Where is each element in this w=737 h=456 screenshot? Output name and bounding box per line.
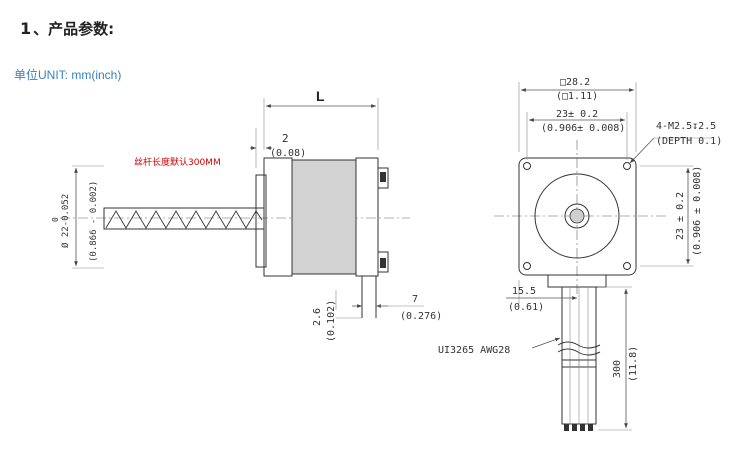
dia-value-in: (0.866 - 0.002) bbox=[89, 181, 99, 262]
dia-zero: 0 bbox=[51, 217, 60, 222]
wire-offset-value-in: (0.102) bbox=[326, 300, 337, 342]
hole-spacing-v: 23 ± 0.2 bbox=[675, 192, 686, 240]
shaft-outer bbox=[564, 203, 590, 229]
mount-hole-tl bbox=[523, 162, 531, 170]
mount-leader bbox=[629, 137, 655, 164]
front-boss bbox=[255, 174, 267, 268]
cable-spec-leader bbox=[531, 337, 561, 349]
mount-hole-depth: (DEPTH 0.1) bbox=[656, 136, 722, 147]
square-size-in: (□1.11) bbox=[556, 91, 598, 102]
front-view: □28.2 (□1.11) 23± 0.2 (0.906± 0.008) 4-M… bbox=[438, 77, 722, 431]
mount-hole-spec: 4-M2.5↧2.5 bbox=[656, 121, 716, 132]
flange-value-in: (0.08) bbox=[270, 148, 306, 159]
hole-spacing: 23± 0.2 bbox=[556, 109, 598, 120]
hole-spacing-v-in: (0.906 ± 0.008) bbox=[692, 166, 703, 256]
rear-tab-top bbox=[377, 167, 389, 189]
cable-length-in: (11.8) bbox=[628, 346, 639, 382]
pilot-circle bbox=[534, 173, 620, 259]
section-number: 1 bbox=[20, 19, 32, 38]
motor-body bbox=[291, 159, 357, 275]
wire-width-value-in: (0.276) bbox=[400, 311, 442, 322]
hole-spacing-in: (0.906± 0.008) bbox=[541, 123, 625, 134]
terminal-2 bbox=[572, 424, 577, 431]
rear-tab-top-hole bbox=[380, 172, 386, 182]
mount-hole-tr bbox=[623, 162, 631, 170]
square-size: □28.2 bbox=[560, 77, 590, 88]
terminal-3 bbox=[580, 424, 585, 431]
mount-hole-br bbox=[623, 262, 631, 270]
rear-cap bbox=[355, 157, 379, 277]
section-title: 、产品参数: bbox=[33, 20, 115, 38]
screw-thread bbox=[105, 210, 263, 229]
cable-break-top bbox=[557, 341, 601, 349]
cable-spec: UI3265 AWG28 bbox=[438, 345, 510, 356]
unit-label: 单位UNIT: mm(inch) bbox=[14, 68, 122, 82]
shaft-inner bbox=[569, 208, 585, 224]
flange-value: 2 bbox=[282, 132, 289, 145]
l-label: L bbox=[316, 88, 325, 104]
section-heading: 1 、产品参数: bbox=[20, 18, 114, 39]
wire-width-value: 7 bbox=[412, 294, 418, 305]
front-flange bbox=[263, 157, 293, 277]
cable-break-bottom bbox=[557, 348, 601, 356]
mount-hole-bl bbox=[523, 262, 531, 270]
wire-offset-value: 2.6 bbox=[312, 308, 323, 326]
terminal-4 bbox=[588, 424, 593, 431]
dia-value: Ø 22-0.052 bbox=[60, 194, 71, 248]
side-view: L 2 (0.08) 丝杆长度默认300MM 0 Ø 22-0.052 (0.8… bbox=[51, 88, 442, 342]
cable-offset-in: (0.61) bbox=[508, 302, 544, 313]
terminal-1 bbox=[564, 424, 569, 431]
rear-tab-bottom bbox=[377, 251, 389, 273]
rear-tab-bottom-hole bbox=[380, 258, 386, 268]
cable-length: 300 bbox=[612, 360, 623, 378]
screw-length-note: 丝杆长度默认300MM bbox=[134, 156, 221, 168]
cable-offset: 15.5 bbox=[512, 286, 536, 297]
